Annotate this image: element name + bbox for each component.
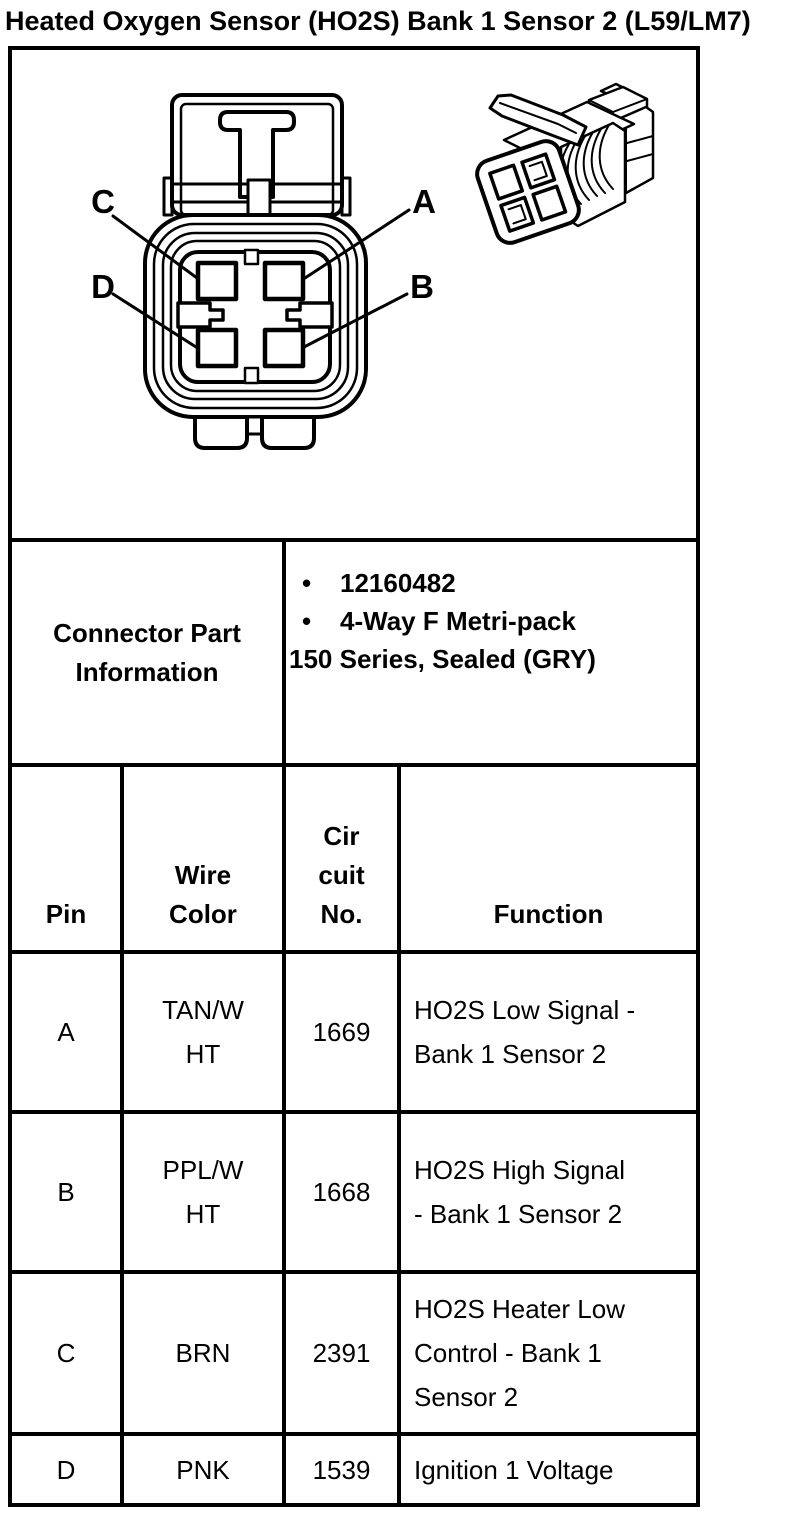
cell-wire-b: PPL/W HT (124, 1114, 282, 1270)
connector-3d-view (475, 82, 655, 245)
pin-label-b: B (410, 268, 434, 305)
connector-diagram: C A D B (91, 82, 655, 450)
pin-label-c: C (91, 183, 115, 220)
cell-wire-a: TAN/W HT (124, 954, 282, 1110)
connector-diagram-cell: C A D B (12, 50, 696, 538)
bullet-icon: • (302, 568, 312, 598)
cell-circuit-a: 1669 (286, 954, 397, 1110)
cell-pin-b: B (12, 1114, 120, 1270)
cell-pin-a: A (12, 954, 120, 1110)
leader-line-b (302, 292, 409, 349)
bullet-icon: • (302, 606, 312, 636)
part-info-heading: Connector Part Information (12, 542, 282, 763)
connector-type-continued: 150 Series, Sealed (GRY) (289, 644, 596, 674)
pin-label-a: A (412, 183, 436, 220)
leader-line-d (111, 292, 198, 349)
part-info-item: • 12160482 (286, 564, 696, 602)
pin-label-d: D (91, 268, 115, 305)
header-circuit-no: Cir cuit No. (286, 767, 397, 950)
connector-type: 4-Way F Metri-pack (340, 606, 576, 636)
right-key-notch (285, 301, 334, 329)
header-wire-color: Wire Color (124, 767, 282, 950)
leader-line-c (111, 214, 199, 280)
cell-wire-d: PNK (124, 1436, 282, 1503)
cell-pin-d: D (12, 1436, 120, 1503)
pin-d-terminal (195, 327, 239, 369)
cell-wire-c: BRN (124, 1274, 282, 1432)
pin-a-terminal (262, 260, 306, 302)
t-lock-slot (218, 110, 296, 199)
cell-circuit-b: 1668 (286, 1114, 397, 1270)
cell-pin-c: C (12, 1274, 120, 1432)
cell-function-c: HO2S Heater Low Control - Bank 1 Sensor … (401, 1274, 696, 1432)
part-info-details: • 12160482 • 4-Way F Metri-pack 150 Seri… (286, 542, 696, 763)
cell-function-a: HO2S Low Signal - Bank 1 Sensor 2 (401, 954, 696, 1110)
page-title: Heated Oxygen Sensor (HO2S) Bank 1 Senso… (5, 6, 751, 36)
header-pin: Pin (12, 767, 120, 950)
cell-circuit-c: 2391 (286, 1274, 397, 1432)
header-function: Function (401, 767, 696, 950)
pin-c-terminal (195, 260, 239, 302)
leader-line-a (303, 208, 411, 280)
cell-function-d: Ignition 1 Voltage (401, 1436, 696, 1503)
part-number: 12160482 (340, 568, 456, 598)
part-info-item: • 4-Way F Metri-pack (286, 602, 696, 640)
pin-b-terminal (262, 327, 306, 369)
connector-table: C A D B (8, 46, 700, 1507)
left-key-notch (176, 301, 225, 329)
connector-front-view (111, 93, 411, 450)
cell-function-b: HO2S High Signal - Bank 1 Sensor 2 (401, 1114, 696, 1270)
cell-circuit-d: 1539 (286, 1436, 397, 1503)
lock-button (246, 178, 272, 217)
